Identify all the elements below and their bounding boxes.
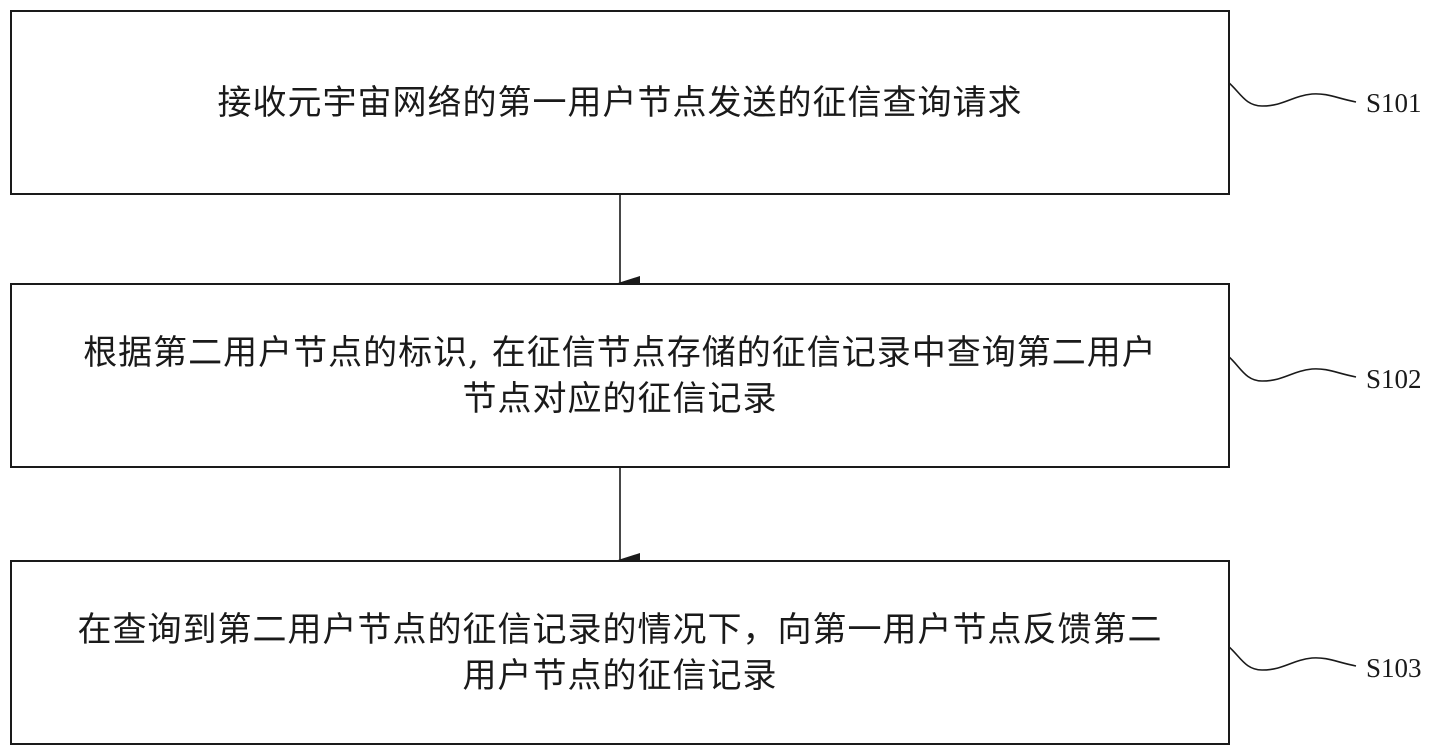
step-text-s101: 接收元宇宙网络的第一用户节点发送的征信查询请求 — [200, 80, 1041, 126]
step-text-s103-line1: 在查询到第二用户节点的征信记录的情况下，向第一用户节点反馈第二 — [77, 609, 1163, 650]
step-text-s102-line2: 节点对应的征信记录 — [462, 378, 778, 419]
step-text-s101-line: 接收元宇宙网络的第一用户节点发送的征信查询请求 — [217, 82, 1023, 123]
step-box-s103: 在查询到第二用户节点的征信记录的情况下，向第一用户节点反馈第二 用户节点的征信记… — [10, 560, 1230, 745]
leader-line-s102 — [1227, 355, 1357, 382]
step-text-s103-line2: 用户节点的征信记录 — [462, 655, 778, 696]
leader-line-s103 — [1227, 645, 1357, 671]
leader-line-s101 — [1227, 81, 1357, 107]
step-box-s101: 接收元宇宙网络的第一用户节点发送的征信查询请求 — [10, 10, 1230, 195]
step-text-s102-line1: 根据第二用户节点的标识, 在征信节点存储的征信记录中查询第二用户 — [83, 332, 1157, 373]
step-text-s102: 根据第二用户节点的标识, 在征信节点存储的征信记录中查询第二用户 节点对应的征信… — [65, 330, 1175, 422]
step-text-s103: 在查询到第二用户节点的征信记录的情况下，向第一用户节点反馈第二 用户节点的征信记… — [60, 607, 1181, 699]
step-label-s101: S101 — [1366, 88, 1422, 118]
step-label-s102: S102 — [1366, 364, 1422, 394]
step-label-s103: S103 — [1366, 653, 1422, 683]
step-box-s102: 根据第二用户节点的标识, 在征信节点存储的征信记录中查询第二用户 节点对应的征信… — [10, 283, 1230, 468]
